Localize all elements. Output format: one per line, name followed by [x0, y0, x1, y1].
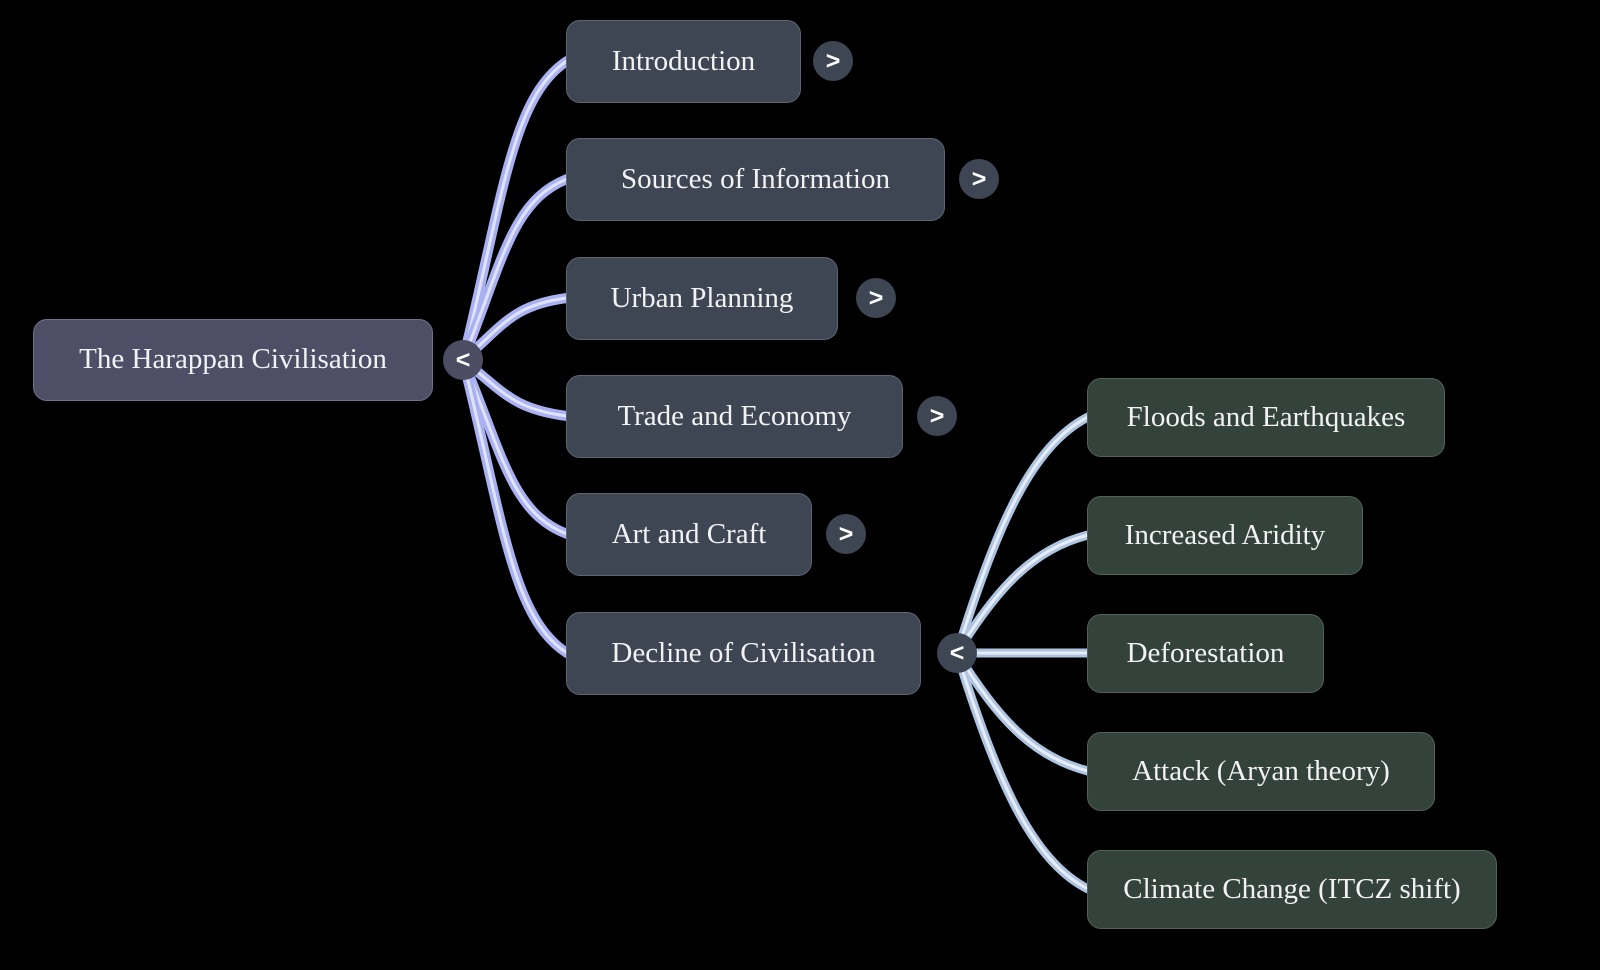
chevron-right-icon: >	[868, 283, 884, 312]
node-label: Decline of Civilisation	[611, 636, 876, 669]
node-label: Attack (Aryan theory)	[1132, 754, 1390, 787]
node-the-harappan-civilisation[interactable]: The Harappan Civilisation	[33, 319, 433, 401]
chevron-right-icon: >	[825, 46, 841, 75]
node-decline-of-civilisation[interactable]: Decline of Civilisation	[566, 612, 921, 695]
expand-toggle-urban-planning[interactable]: >	[856, 278, 896, 318]
collapse-toggle-decline-of-civilisation[interactable]: <	[937, 633, 977, 673]
chevron-right-icon: >	[838, 519, 854, 548]
node-label: Trade and Economy	[617, 399, 852, 432]
node-label: The Harappan Civilisation	[79, 343, 387, 376]
node-deforestation[interactable]: Deforestation	[1087, 614, 1324, 693]
node-increased-aridity[interactable]: Increased Aridity	[1087, 496, 1363, 575]
node-label: Urban Planning	[610, 281, 794, 314]
node-introduction[interactable]: Introduction	[566, 20, 801, 103]
node-art-and-craft[interactable]: Art and Craft	[566, 493, 812, 576]
node-attack-aryan-theory[interactable]: Attack (Aryan theory)	[1087, 732, 1435, 811]
chevron-right-icon: >	[971, 164, 987, 193]
expand-toggle-introduction[interactable]: >	[813, 41, 853, 81]
chevron-right-icon: >	[929, 401, 945, 430]
node-sources-of-information[interactable]: Sources of Information	[566, 138, 945, 221]
node-urban-planning[interactable]: Urban Planning	[566, 257, 838, 340]
expand-toggle-art-and-craft[interactable]: >	[826, 514, 866, 554]
chevron-left-icon: <	[949, 638, 965, 667]
expand-toggle-trade-and-economy[interactable]: >	[917, 396, 957, 436]
node-label: Climate Change (ITCZ shift)	[1123, 872, 1461, 905]
node-label: Sources of Information	[621, 162, 890, 195]
node-label: Introduction	[611, 44, 756, 77]
node-climate-change-itcz-shift[interactable]: Climate Change (ITCZ shift)	[1087, 850, 1497, 929]
node-label: Deforestation	[1126, 636, 1285, 669]
node-floods-and-earthquakes[interactable]: Floods and Earthquakes	[1087, 378, 1445, 457]
edge-root-to-sources	[463, 179, 567, 360]
collapse-toggle-root[interactable]: <	[443, 340, 483, 380]
node-label: Increased Aridity	[1124, 518, 1326, 551]
expand-toggle-sources-of-information[interactable]: >	[959, 159, 999, 199]
node-label: Floods and Earthquakes	[1126, 400, 1406, 433]
node-trade-and-economy[interactable]: Trade and Economy	[566, 375, 903, 458]
node-label: Art and Craft	[611, 517, 767, 550]
chevron-left-icon: <	[455, 345, 471, 374]
